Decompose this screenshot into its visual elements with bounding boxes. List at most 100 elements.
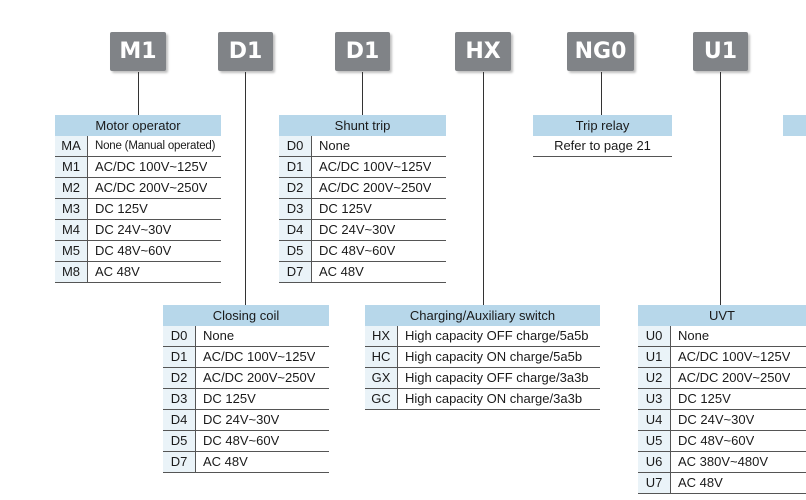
option-code: D2	[163, 368, 196, 388]
option-description: AC/DC 100V~125V	[203, 349, 316, 364]
option-description: DC 125V	[678, 391, 731, 406]
option-code: U1	[638, 347, 671, 367]
option-description: AC 48V	[319, 264, 364, 279]
offscreen-table-header	[783, 115, 806, 136]
table-row: U6 AC 380V~480V	[638, 452, 806, 473]
code-box-shunt: D1	[335, 32, 390, 71]
table-row: HX High capacity OFF charge/5a5b	[365, 326, 600, 347]
table-row: M5 DC 48V~60V	[55, 241, 221, 262]
option-code: D0	[279, 136, 312, 156]
option-code: D3	[163, 389, 196, 409]
option-code: U3	[638, 389, 671, 409]
option-code: HX	[365, 326, 398, 346]
option-code: D4	[163, 410, 196, 430]
option-code: D1	[163, 347, 196, 367]
option-code: GX	[365, 368, 398, 388]
option-code: M1	[55, 157, 88, 177]
option-description: High capacity OFF charge/5a5b	[405, 328, 589, 343]
option-code: D4	[279, 220, 312, 240]
connector-closing	[245, 72, 246, 305]
option-code: GC	[365, 389, 398, 409]
option-description: None (Manual operated)	[95, 140, 216, 152]
option-description: None	[319, 138, 351, 153]
option-code: D5	[163, 431, 196, 451]
uvt-title: UVT	[638, 305, 806, 326]
closing-coil-title: Closing coil	[163, 305, 329, 326]
option-description: DC 125V	[95, 201, 148, 216]
option-code: D1	[279, 157, 312, 177]
option-description: High capacity ON charge/3a3b	[405, 391, 583, 406]
table-row: D1 AC/DC 100V~125V	[279, 157, 446, 178]
option-code: D0	[163, 326, 196, 346]
option-code: D7	[279, 262, 312, 282]
trip-relay-note: Refer to page 21	[533, 136, 672, 157]
table-row: GC High capacity ON charge/3a3b	[365, 389, 600, 410]
table-row: GX High capacity OFF charge/3a3b	[365, 368, 600, 389]
charging-switch-title: Charging/Auxiliary switch	[365, 305, 600, 326]
connector-shunt	[362, 72, 363, 115]
option-description: AC/DC 200V~250V	[678, 370, 791, 385]
table-row: D3 DC 125V	[279, 199, 446, 220]
shunt-trip-title: Shunt trip	[279, 115, 446, 136]
code-box-motor: M1	[110, 32, 166, 71]
code-box-uvt: U1	[693, 32, 748, 71]
table-row: MA None (Manual operated)	[55, 136, 221, 157]
option-code: D3	[279, 199, 312, 219]
table-row: M1 AC/DC 100V~125V	[55, 157, 221, 178]
connector-uvt	[720, 72, 721, 305]
option-description: DC 24V~30V	[678, 412, 755, 427]
option-description: DC 24V~30V	[319, 222, 396, 237]
option-description: AC/DC 200V~250V	[319, 180, 432, 195]
option-description: DC 24V~30V	[203, 412, 280, 427]
option-description: DC 125V	[203, 391, 256, 406]
trip-relay-table: Trip relay Refer to page 21	[533, 115, 672, 157]
option-description: AC/DC 200V~250V	[203, 370, 316, 385]
option-description: DC 125V	[319, 201, 372, 216]
code-box-closing: D1	[218, 32, 273, 71]
option-description: AC/DC 100V~125V	[95, 159, 208, 174]
trip-relay-title: Trip relay	[533, 115, 672, 136]
option-description: AC/DC 100V~125V	[319, 159, 432, 174]
table-row: D4 DC 24V~30V	[279, 220, 446, 241]
option-description: DC 48V~60V	[95, 243, 172, 258]
motor-operator-title: Motor operator	[55, 115, 221, 136]
option-code: M4	[55, 220, 88, 240]
table-row: D7 AC 48V	[279, 262, 446, 283]
code-box-charging: HX	[455, 32, 511, 71]
table-row: D1 AC/DC 100V~125V	[163, 347, 329, 368]
code-box-trip-relay: NG0	[567, 32, 634, 71]
option-code: M2	[55, 178, 88, 198]
table-row: U3 DC 125V	[638, 389, 806, 410]
option-code: HC	[365, 347, 398, 367]
option-description: High capacity OFF charge/3a3b	[405, 370, 589, 385]
table-row: U2 AC/DC 200V~250V	[638, 368, 806, 389]
option-description: AC 380V~480V	[678, 454, 768, 469]
option-code: M5	[55, 241, 88, 261]
option-description: AC 48V	[678, 475, 723, 490]
option-code: U2	[638, 368, 671, 388]
option-code: D5	[279, 241, 312, 261]
option-description: AC/DC 200V~250V	[95, 180, 208, 195]
option-description: None	[678, 328, 710, 343]
table-row: D2 AC/DC 200V~250V	[163, 368, 329, 389]
option-code: D7	[163, 452, 196, 472]
option-code: MA	[55, 136, 88, 156]
connector-charging	[483, 72, 484, 305]
option-description: High capacity ON charge/5a5b	[405, 349, 583, 364]
charging-switch-table: Charging/Auxiliary switch HX High capacit…	[365, 305, 600, 410]
option-code: U6	[638, 452, 671, 472]
table-row: HC High capacity ON charge/5a5b	[365, 347, 600, 368]
